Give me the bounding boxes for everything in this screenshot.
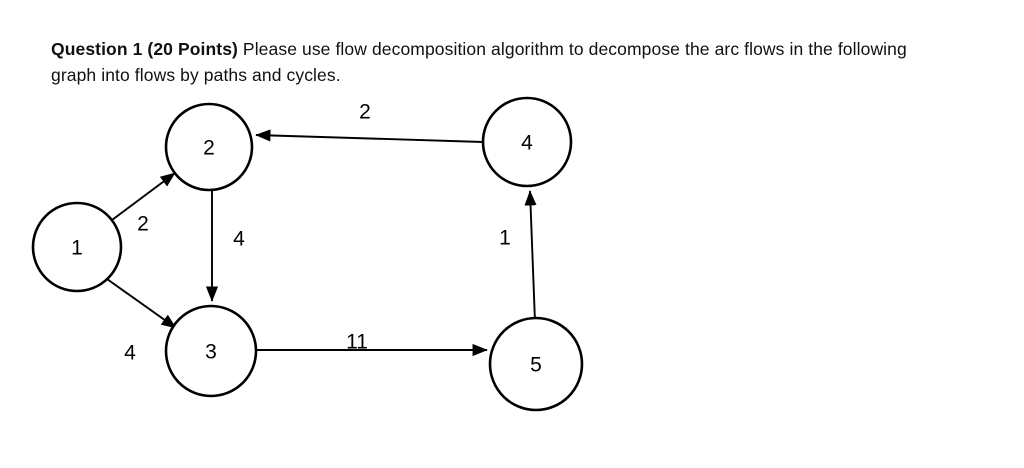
node-1-label: 1 bbox=[71, 237, 83, 260]
nodes-group: 1 2 3 4 5 bbox=[31, 96, 584, 412]
node-1-circle bbox=[31, 201, 123, 293]
node-2-circle bbox=[164, 102, 254, 192]
node-2: 2 bbox=[164, 102, 254, 192]
edge-label-3-5: 11 bbox=[346, 331, 368, 354]
flow-network-diagram: 2 4 4 11 1 2 1 2 3 bbox=[0, 74, 1024, 468]
edge-4-to-2 bbox=[255, 129, 484, 143]
node-1: 1 bbox=[31, 201, 123, 293]
node-5: 5 bbox=[488, 316, 584, 412]
edge-label-4-2: 2 bbox=[359, 101, 371, 124]
node-3: 3 bbox=[164, 304, 258, 398]
edge-label-5-4: 1 bbox=[499, 227, 511, 250]
question-body: Please use flow decomposition algorithm … bbox=[51, 38, 907, 85]
node-5-circle bbox=[488, 316, 584, 412]
node-4: 4 bbox=[481, 96, 573, 188]
node-2-label: 2 bbox=[203, 137, 215, 160]
node-4-label: 4 bbox=[521, 132, 533, 155]
question-heading: Question 1 (20 Points) bbox=[51, 38, 238, 59]
graph-canvas: 2 4 4 11 1 2 1 2 3 bbox=[31, 96, 584, 412]
edge-label-2-3: 4 bbox=[233, 228, 245, 251]
question-prompt: Question 1 (20 Points) Please use flow d… bbox=[51, 36, 951, 88]
node-5-label: 5 bbox=[530, 354, 542, 377]
node-3-circle bbox=[164, 304, 258, 398]
edge-labels-group: 2 4 4 11 1 2 bbox=[124, 101, 511, 365]
edge-label-1-3: 4 bbox=[124, 342, 136, 365]
edge-1-to-3 bbox=[106, 278, 177, 329]
node-4-circle bbox=[481, 96, 573, 188]
edge-1-to-2 bbox=[111, 172, 176, 221]
edge-5-to-4 bbox=[524, 190, 537, 323]
node-3-label: 3 bbox=[205, 341, 217, 364]
edges-group bbox=[106, 129, 537, 357]
edge-label-1-2: 2 bbox=[137, 213, 149, 236]
